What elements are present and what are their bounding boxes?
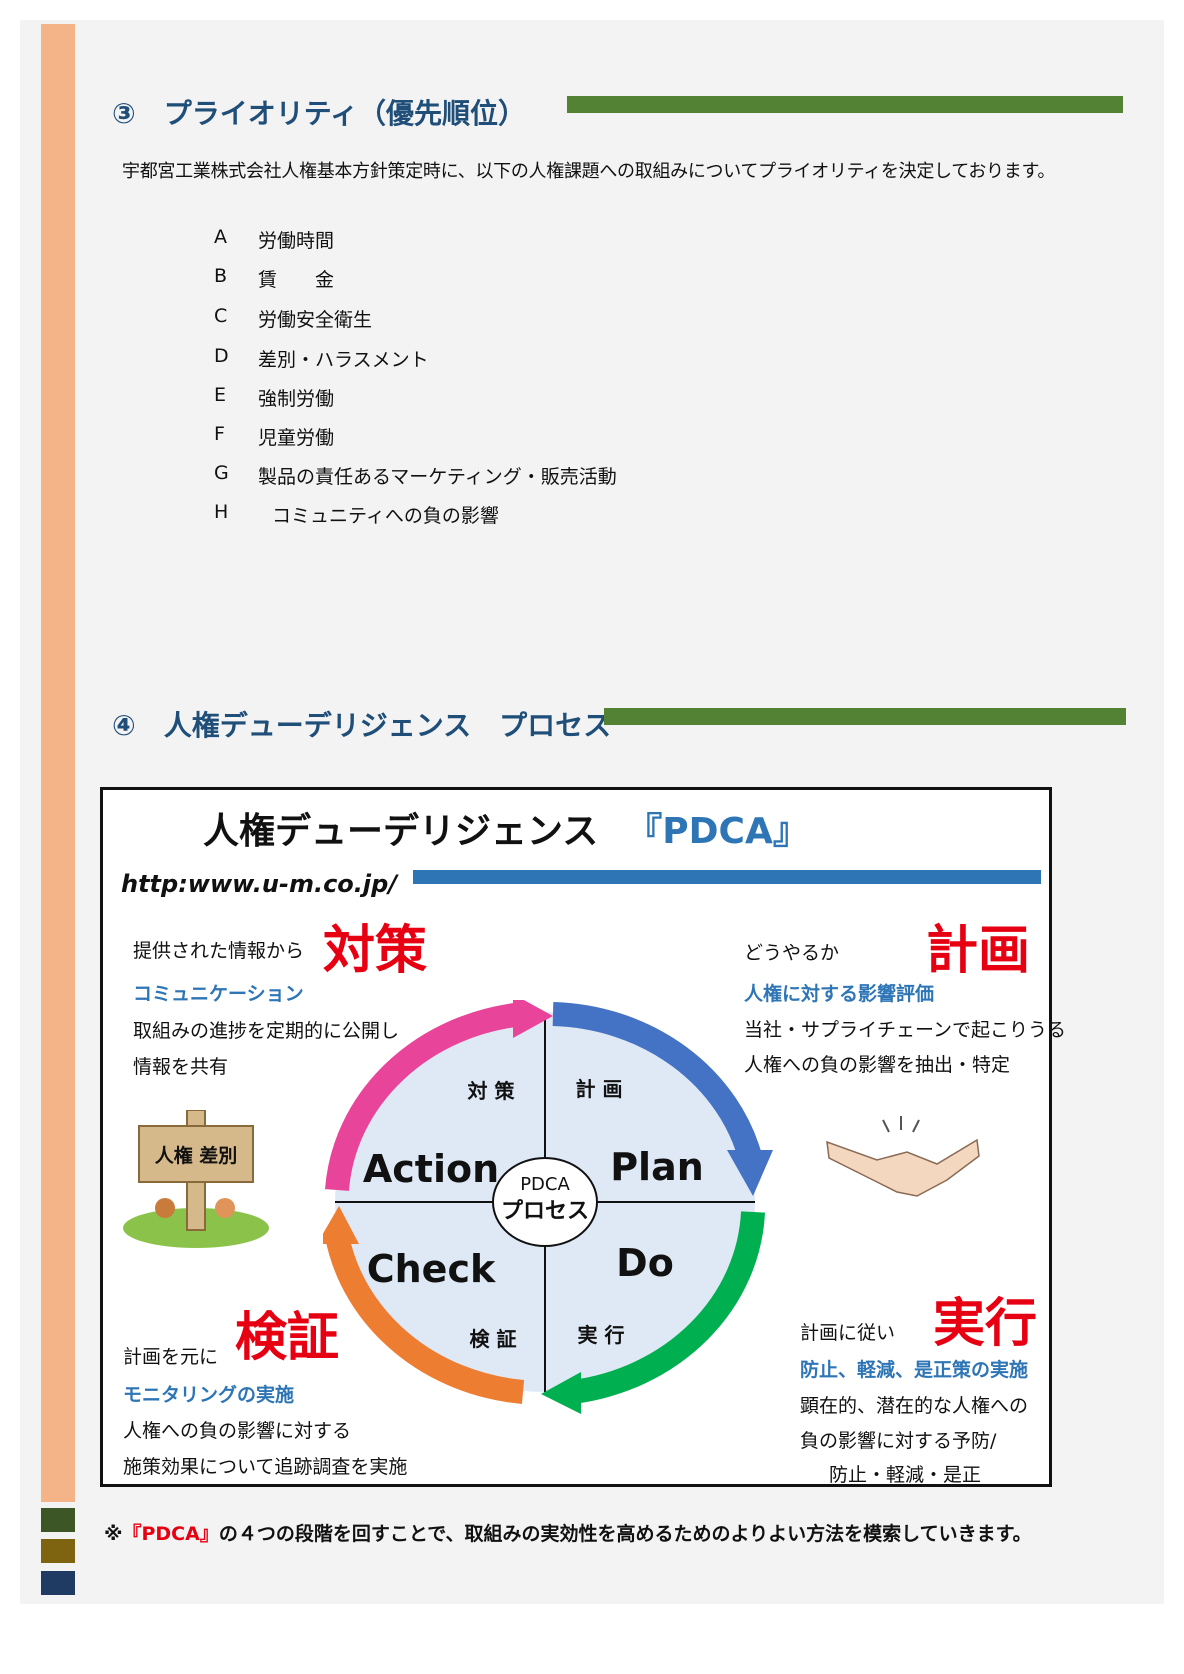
center-text-bottom: プロセス [501,1199,589,1224]
quadrant-plan-jp: 計 画 [576,1077,623,1101]
do-arrow [571,1211,765,1404]
priority-letter: A [214,226,227,248]
jikko-line2: 負の影響に対する予防/ [800,1430,997,1452]
do-arrow-head [541,1372,581,1414]
keikaku-blue: 人権に対する影響評価 [744,983,935,1005]
accent-square-olive [41,1539,75,1563]
jikko-line1: 顕在的、潜在的な人権への [800,1395,1029,1417]
kensho-line2: 施策効果について追跡調査を実施 [123,1456,408,1478]
action-arrow [325,1002,525,1192]
check-arrow [325,1233,525,1404]
priority-letter: E [214,384,227,406]
section3-title-bar [567,96,1123,113]
taisaku-lead: 提供された情報から [133,940,305,962]
handshake-illustration [826,1116,980,1197]
keikaku-line2: 人権への負の影響を抽出・特定 [744,1054,1011,1076]
footnote-prefix: ※ [104,1523,123,1545]
quadrant-do: Do [616,1241,674,1285]
quadrant-action-jp: 対 策 [467,1079,516,1103]
jikko-line3: 防止・軽減・是正 [829,1464,982,1486]
plan-arrow-head [727,1150,773,1196]
priority-label: 児童労働 [258,427,335,449]
quadrant-action: Action [363,1147,499,1191]
side-accent-bar [41,24,75,1502]
jikko-heading: 実行 [933,1294,1038,1354]
kensho-heading: 検証 [235,1308,340,1368]
keikaku-line1: 当社・サプライチェーンで起こりうる [744,1019,1067,1041]
pdca-title-bracket: 『PDCA』 [626,811,809,852]
sign-text: 人権 差別 [155,1144,238,1167]
priority-label: 労働安全衛生 [258,309,373,331]
quadrant-do-jp: 実 行 [578,1323,625,1347]
pdca-title: 人権デューデリジェンス『PDCA』 [203,802,809,854]
sprout-figure [215,1198,235,1218]
sign-board [138,1125,254,1183]
center-text-top: PDCA [520,1174,570,1195]
kensho-blue: モニタリングの実施 [123,1384,295,1406]
quadrant-plan: Plan [610,1145,704,1189]
signboard-illustration: 人権 差別 [123,1110,269,1248]
kensho-line1: 人権への負の影響に対する [123,1420,352,1442]
keikaku-heading: 計画 [926,921,1031,981]
section4-title-bar [604,708,1126,725]
footnote-text: の４つの段階を回すことで、取組みの実効性を高めるためのよりよい方法を模索していき… [218,1523,1032,1545]
check-arrow-head [323,1206,359,1244]
taisaku-line2: 情報を共有 [133,1056,229,1078]
taisaku-blue: コミュニケーション [133,983,304,1005]
action-arrow-head [513,1000,553,1038]
priority-letter: G [214,462,229,484]
pdca-diagram: 人権デューデリジェンス『PDCA』 http:www.u-m.co.jp/ 提供… [100,787,1066,1487]
pdca-title-text: 人権デューデリジェンス [203,811,599,852]
priority-letter: F [214,423,225,445]
priority-label: 差別・ハラスメント [258,349,429,371]
priority-label: 賃 金 [258,269,335,291]
jikko-blue: 防止、軽減、是正策の実施 [800,1359,1029,1381]
section3-title: ③ プライオリティ（優先順位） [112,97,527,130]
priority-letter: B [214,265,228,287]
jikko-lead: 計画に従い [800,1322,896,1344]
priority-label: 労働時間 [258,230,335,252]
pdca-url: http:www.u-m.co.jp/ [121,870,398,898]
kensho-lead: 計画を元に [123,1346,219,1368]
pdca-wheel: PDCA プロセス Action Plan Check Do 対 策 計 画 検… [323,1000,773,1414]
section4-title: ④ 人権デューデリジェンス プロセス [112,709,612,742]
taisaku-heading: 対策 [323,921,428,981]
priority-label: コミュニティへの負の影響 [272,505,499,527]
sprout-figure [155,1198,175,1218]
quadrant-check-jp: 検 証 [470,1327,517,1351]
section3-intro: 宇都宮工業株式会社人権基本方針策定時に、以下の人権課題への取組みについてプライオ… [122,161,1056,182]
plan-arrow [552,1002,763,1164]
handshake-icon [826,1138,980,1197]
accent-square-navy [41,1571,75,1595]
priority-label: 強制労働 [258,388,335,410]
wheel-center [492,1157,598,1247]
pdca-title-underline [413,870,1041,884]
footnote-highlight: 『PDCA』 [122,1523,219,1545]
priority-letter: D [214,345,229,367]
quadrant-check: Check [367,1247,496,1291]
accent-square-green [41,1508,75,1532]
footnote: ※『PDCA』の４つの段階を回すことで、取組みの実効性を高めるためのよりよい方法… [104,1519,1032,1546]
priority-letter: H [214,501,229,523]
priority-label: 製品の責任あるマーケティング・販売活動 [258,466,617,488]
keikaku-lead: どうやるか [744,942,840,964]
taisaku-line1: 取組みの進捗を定期的に公開し [133,1020,400,1042]
priority-letter: C [214,305,228,327]
